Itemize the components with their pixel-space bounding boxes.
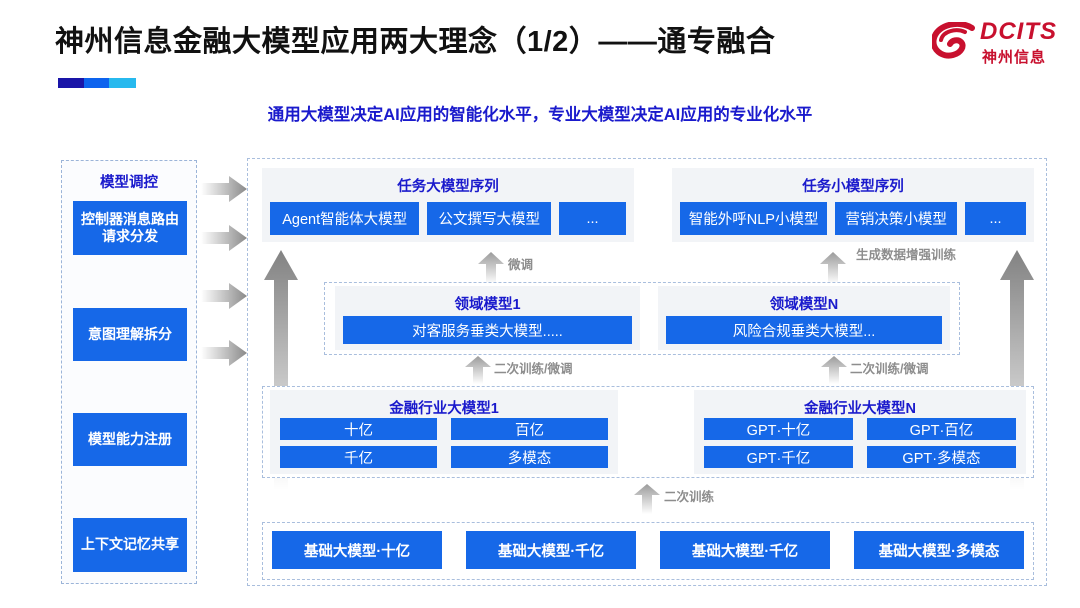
flow-arrow-up-gen-data [820, 252, 846, 284]
logo-brand-cn-text: 神州信息 [982, 49, 1047, 66]
industry-n-chip-0[interactable]: GPT·十亿 [704, 418, 853, 440]
caption-retrain-finetune-right: 二次训练/微调 [850, 362, 929, 376]
caption-retrain: 二次训练 [664, 490, 715, 504]
industry-1-chip-1[interactable]: 百亿 [451, 418, 608, 440]
task-small-model-title: 任务小模型序列 [802, 179, 904, 195]
flow-arrow-right-1 [201, 225, 247, 251]
domain-model-1-chip[interactable]: 对客服务垂类大模型..... [343, 316, 632, 344]
task-small-chip-0[interactable]: 智能外呼NLP小模型 [680, 202, 828, 235]
domain-model-n-title: 领域模型N [769, 297, 839, 313]
domain-model-1-title: 领域模型1 [454, 297, 521, 313]
page-subtitle: 通用大模型决定AI应用的智能化水平，专业大模型决定AI应用的专业化水平 [267, 106, 813, 124]
industry-1-chip-3[interactable]: 多模态 [451, 446, 608, 468]
industry-model-n-panel: 金融行业大模型N GPT·十亿 GPT·百亿 GPT·千亿 GPT·多模态 [694, 390, 1026, 474]
flow-arrow-up-retrain-right [821, 356, 847, 384]
industry-model-n-title: 金融行业大模型N [804, 401, 916, 417]
task-small-chip-1[interactable]: 营销决策小模型 [835, 202, 958, 235]
control-panel-title: 模型调控 [100, 175, 158, 191]
task-small-model-panel: 任务小模型序列 智能外呼NLP小模型 营销决策小模型 ... [672, 168, 1034, 242]
foundation-chip-3[interactable]: 基础大模型·多模态 [854, 531, 1024, 569]
industry-model-1-panel: 金融行业大模型1 十亿 百亿 千亿 多模态 [270, 390, 618, 474]
flow-arrow-up-retrain-left [465, 356, 491, 384]
dcits-swirl-icon [930, 20, 976, 62]
flow-arrow-up-right-tall [1000, 250, 1034, 490]
company-logo: DCITS 神州信息 [930, 18, 1062, 70]
industry-1-chip-0[interactable]: 十亿 [280, 418, 437, 440]
domain-model-n-chip[interactable]: 风险合规垂类大模型... [666, 316, 942, 344]
foundation-chip-0[interactable]: 基础大模型·十亿 [272, 531, 442, 569]
control-panel: 模型调控 控制器消息路由请求分发 意图理解拆分 模型能力注册 上下文记忆共享 [61, 160, 197, 584]
foundation-chip-1[interactable]: 基础大模型·千亿 [466, 531, 636, 569]
logo-brand-text: DCITS [980, 18, 1057, 45]
accent-bar [58, 78, 136, 88]
control-panel-item-1[interactable]: 意图理解拆分 [73, 308, 187, 361]
flow-arrow-up-left-tall [264, 250, 298, 490]
page-header: 神州信息金融大模型应用两大理念（1/2）——通专融合 通用大模型决定AI应用的智… [0, 0, 1080, 140]
task-big-chip-0[interactable]: Agent智能体大模型 [270, 202, 420, 235]
task-big-model-panel: 任务大模型序列 Agent智能体大模型 公文撰写大模型 ... [262, 168, 634, 242]
industry-model-1-title: 金融行业大模型1 [389, 401, 499, 417]
control-panel-item-0[interactable]: 控制器消息路由请求分发 [73, 201, 187, 255]
caption-fine-tune: 微调 [508, 258, 534, 272]
task-big-chip-1[interactable]: 公文撰写大模型 [427, 202, 552, 235]
foundation-chip-2[interactable]: 基础大模型·千亿 [660, 531, 830, 569]
control-panel-item-3[interactable]: 上下文记忆共享 [73, 518, 187, 572]
task-small-chip-2[interactable]: ... [965, 202, 1026, 235]
task-big-chip-2[interactable]: ... [559, 202, 626, 235]
flow-arrow-up-finetune [478, 252, 504, 284]
task-big-model-title: 任务大模型序列 [397, 179, 499, 195]
domain-model-1-panel: 领域模型1 对客服务垂类大模型..... [335, 286, 640, 350]
industry-n-chip-2[interactable]: GPT·千亿 [704, 446, 853, 468]
industry-n-chip-1[interactable]: GPT·百亿 [867, 418, 1016, 440]
flow-arrow-right-3 [201, 340, 247, 366]
foundation-model-row: 基础大模型·十亿 基础大模型·千亿 基础大模型·千亿 基础大模型·多模态 [272, 531, 1024, 569]
control-panel-item-2[interactable]: 模型能力注册 [73, 413, 187, 466]
caption-retrain-finetune-left: 二次训练/微调 [494, 362, 573, 376]
domain-model-n-panel: 领域模型N 风险合规垂类大模型... [658, 286, 950, 350]
caption-gen-data-augmentation: 生成数据增强训练 [855, 248, 956, 262]
flow-arrow-right-0 [201, 176, 247, 202]
flow-arrow-up-retrain-center [634, 484, 660, 514]
industry-1-chip-2[interactable]: 千亿 [280, 446, 437, 468]
page-title: 神州信息金融大模型应用两大理念（1/2）——通专融合 [55, 26, 776, 58]
industry-n-chip-3[interactable]: GPT·多模态 [867, 446, 1016, 468]
flow-arrow-right-2 [201, 283, 247, 309]
